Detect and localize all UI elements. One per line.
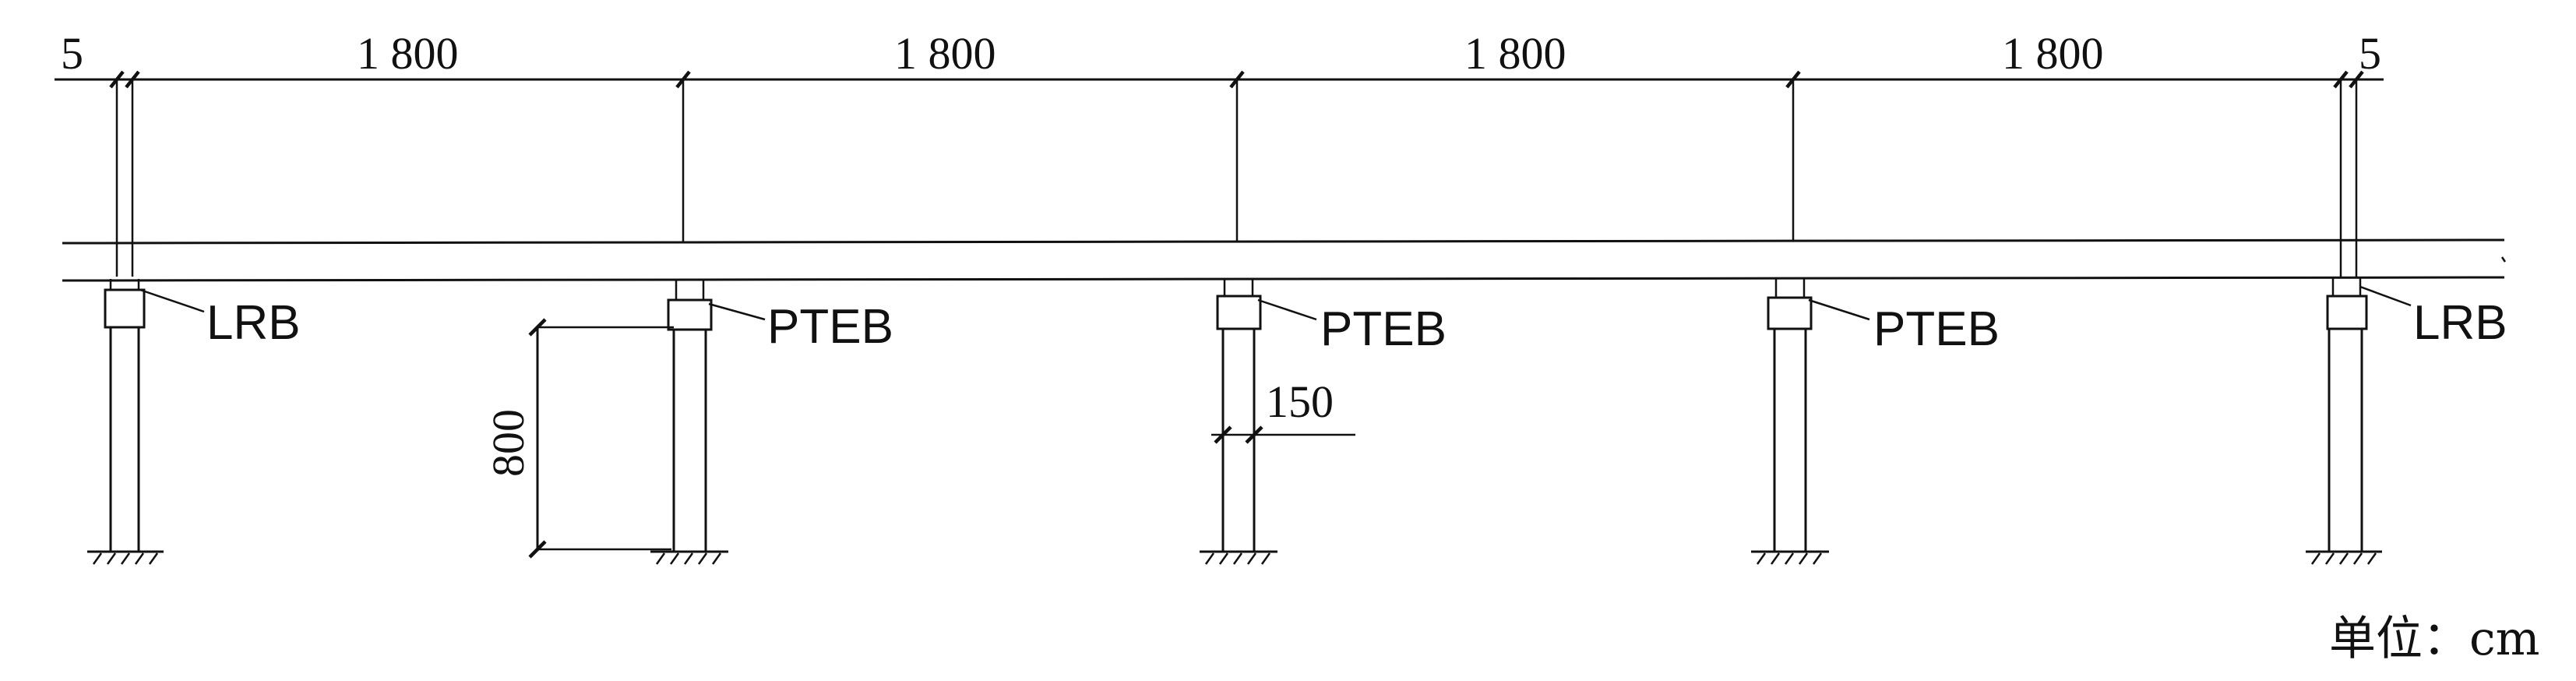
pier-height-dimension bbox=[528, 318, 674, 559]
pier-2 bbox=[650, 281, 728, 565]
pier-width-dimension bbox=[1211, 425, 1355, 444]
pier-5 bbox=[2306, 277, 2382, 565]
dim-right-gap: 5 bbox=[2359, 28, 2381, 79]
bearing-label-5: LRB bbox=[2413, 296, 2507, 350]
dim-span-1: 1 800 bbox=[357, 28, 459, 79]
bearing-label-2: PTEB bbox=[767, 300, 893, 354]
dim-left-gap: 5 bbox=[61, 28, 83, 79]
top-dimension-line bbox=[55, 70, 2384, 277]
unit-label: 单位：cm bbox=[2329, 612, 2540, 666]
bridge-deck bbox=[62, 238, 2507, 282]
bearing-label-1: LRB bbox=[206, 296, 301, 350]
bearing-label-4: PTEB bbox=[1873, 302, 2000, 356]
bearing-label-3: PTEB bbox=[1320, 302, 1447, 356]
pier-4 bbox=[1751, 279, 1829, 565]
dim-span-2: 1 800 bbox=[894, 28, 996, 79]
pier-1 bbox=[87, 279, 164, 565]
pier-3 bbox=[1200, 279, 1277, 565]
dim-span-3: 1 800 bbox=[1464, 28, 1566, 79]
dim-pier-width: 150 bbox=[1266, 376, 1334, 427]
dim-pier-height: 800 bbox=[483, 409, 534, 477]
bearing-leaders bbox=[139, 285, 2412, 321]
dim-span-4: 1 800 bbox=[2002, 28, 2104, 79]
